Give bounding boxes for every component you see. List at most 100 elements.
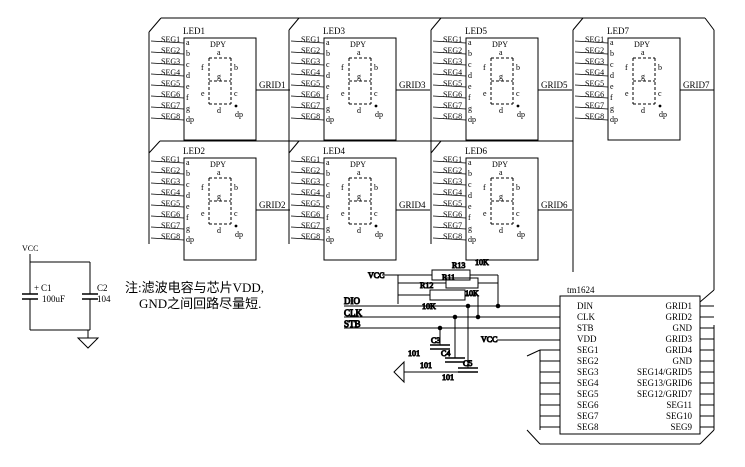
led-body [183,157,257,261]
chip-left-pin-3: STB [577,323,594,333]
seg-letter-1: a [186,38,190,47]
led-name: LED4 [323,146,345,156]
chip-left-pin-11: SEG7 [577,411,599,421]
seg-pin-line-5 [150,204,185,208]
c3-value: 101 [408,349,420,358]
seg-letter-3: c [468,60,472,69]
digit-label-dp: dp [375,110,383,119]
digit-label-dp: dp [517,110,525,119]
chip-right-pin-1: GRID1 [666,301,693,311]
digit-label-c: c [516,209,520,218]
seg-pin-1: SEG1 [161,35,180,44]
digit-label-g: g [357,192,361,201]
seg-letter-8: dp [326,115,334,124]
seg-letter-2: b [186,169,190,178]
digit-label-a: a [499,168,503,177]
digit-label-f: f [483,183,486,192]
seg-pin-4: SEG4 [161,68,180,77]
digit-label-g: g [499,192,503,201]
chip-right-pin-4: GRID3 [666,334,693,344]
digit-label-c: c [234,89,238,98]
seg-pin-line-2 [150,171,185,175]
chip-right-pin-2: GRID2 [666,312,693,322]
digit-label-e: e [201,209,205,218]
bus-top-right [704,17,715,31]
seven-segment-digit [208,57,232,105]
seg-pin-3: SEG3 [301,177,320,186]
bus-branch-1 [148,140,161,154]
seg-pin-2: SEG2 [161,166,180,175]
seg-pin-7: SEG7 [585,101,604,110]
seg-letter-7: g [610,104,614,113]
seg-pin-1: SEG1 [301,155,320,164]
seg-letter-6: f [468,93,471,102]
seg-pin-line-7 [432,226,467,230]
seg-pin-7: SEG7 [301,221,320,230]
chip-left-pin-8: SEG4 [577,378,599,388]
seg-pin-line-6 [290,95,325,99]
led-name: LED3 [323,26,345,36]
seg-pin-line-2 [290,171,325,175]
seg-pin-8: SEG8 [443,232,462,241]
seg-pin-7: SEG7 [161,221,180,230]
seg-pin-4: SEG4 [443,68,462,77]
seg-letter-2: b [326,169,330,178]
dio-label: DIO [344,296,360,306]
seg-pin-line-1 [432,40,467,44]
seg-pin-line-4 [150,73,185,77]
digit-seg-dp [234,224,238,228]
c1-value: 100uF [42,294,65,304]
led-body [465,157,539,261]
seg-pin-line-7 [574,106,609,110]
seg-letter-5: e [468,82,472,91]
digit-label-c: c [374,209,378,218]
seg-pin-3: SEG3 [443,177,462,186]
seg-letter-5: e [186,82,190,91]
digit-label-e: e [341,89,345,98]
seg-pin-line-4 [574,73,609,77]
digit-label-d: d [357,106,361,115]
digit-label-a: a [357,48,361,57]
chip-right-pin-8: SEG13/GRID6 [637,378,693,388]
seg-pin-line-8 [432,237,467,241]
r12-name: R12 [420,281,433,290]
seg-pin-3: SEG3 [161,177,180,186]
seg-pin-5: SEG5 [161,79,180,88]
led-body [323,37,397,141]
seg-pin-2: SEG2 [301,166,320,175]
seg-pin-8: SEG8 [301,112,320,121]
seg-pin-4: SEG4 [301,188,320,197]
seg-pin-8: SEG8 [301,232,320,241]
bus-branch-mid-3 [430,140,442,154]
seg-pin-line-3 [432,62,467,66]
seg-pin-7: SEG7 [301,101,320,110]
seg-pin-line-6 [432,215,467,219]
seven-segment-digit [490,177,514,225]
seg-letter-3: c [610,60,614,69]
seg-pin-8: SEG8 [585,112,604,121]
seven-segment-digit [348,177,372,225]
seg-letter-1: a [468,158,472,167]
chip-right-pin-3: GND [673,323,693,333]
led-body [607,37,681,141]
seg-pin-2: SEG2 [161,46,180,55]
note-line1: 注:滤波电容与芯片VDD, [125,280,264,295]
seg-pin-line-5 [290,204,325,208]
junction-dot-1 [495,303,501,309]
seg-letter-3: c [326,60,330,69]
seg-pin-line-2 [290,51,325,55]
chip-right-pin-6: GND [673,356,693,366]
seg-letter-7: g [468,224,472,233]
seg-pin-line-1 [290,160,325,164]
seg-pin-line-5 [432,204,467,208]
digit-label-d: d [217,226,221,235]
led-body [323,157,397,261]
digit-seg-dp [374,104,378,108]
seg-letter-4: d [186,191,190,200]
seg-pin-line-6 [574,95,609,99]
seg-pin-line-8 [290,117,325,121]
chip-right-pin-12: SEG9 [670,422,692,432]
led-type-label: DPY [210,40,226,49]
